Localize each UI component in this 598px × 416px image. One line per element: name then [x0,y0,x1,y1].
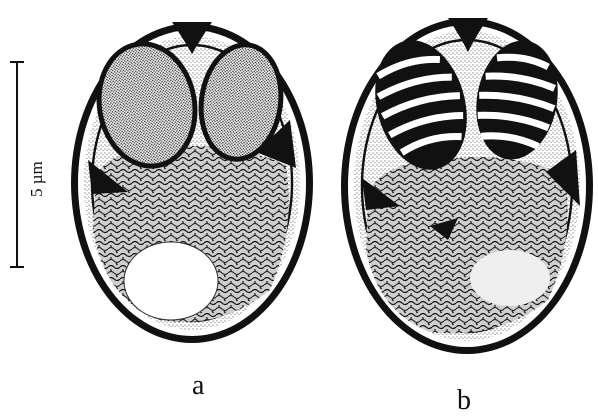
panel-label-b: b [457,387,471,415]
spore-b [341,18,593,354]
panel-label-a: a [192,372,204,400]
spore-a [71,22,313,343]
scale-bar [10,62,24,267]
scale-bar-label: 5 µm [27,177,47,197]
